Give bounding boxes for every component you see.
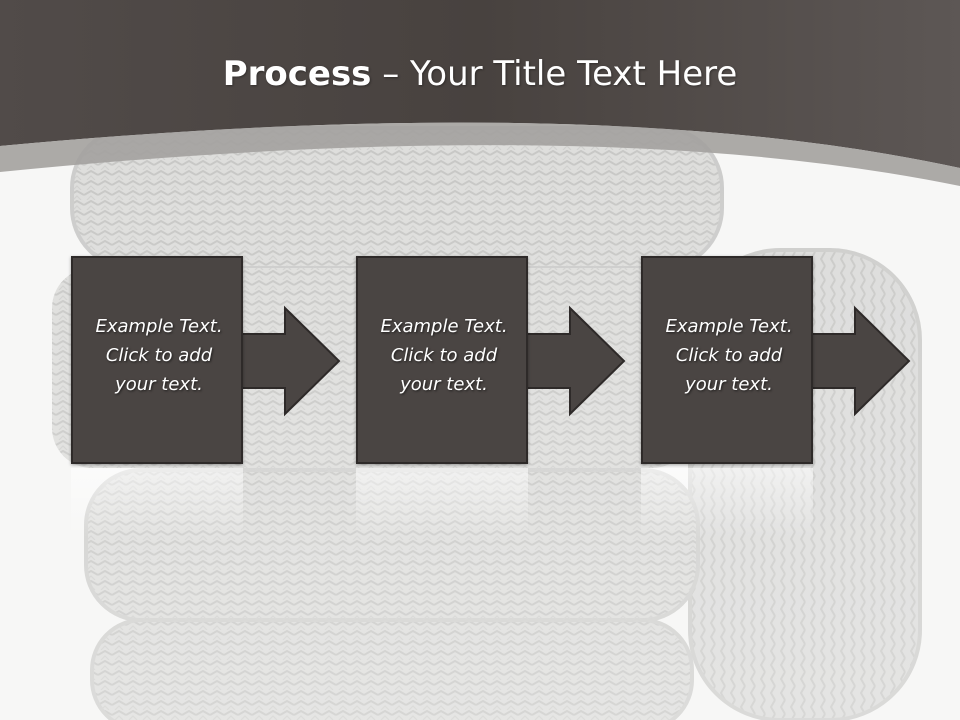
title-bold-part: Process xyxy=(222,54,372,94)
step-3-box[interactable]: Example Text. Click to add your text. xyxy=(641,256,813,464)
step-1-reflection xyxy=(71,468,243,538)
process-step-3[interactable]: Example Text. Click to add your text. xyxy=(641,256,960,468)
step-2-line-1: Example Text. xyxy=(380,316,508,337)
header-band xyxy=(0,0,960,168)
step-3-text[interactable]: Example Text. Click to add your text. xyxy=(647,312,811,399)
step-1-line-3: your text. xyxy=(115,374,203,395)
step-2-text[interactable]: Example Text. Click to add your text. xyxy=(362,312,526,399)
step-2-reflection xyxy=(356,468,528,538)
step-2-box[interactable]: Example Text. Click to add your text. xyxy=(356,256,528,464)
title-rest-part: – Your Title Text Here xyxy=(371,54,738,94)
step-1-line-1: Example Text. xyxy=(95,316,223,337)
step-3-reflection xyxy=(641,468,813,538)
step-1-box[interactable]: Example Text. Click to add your text. xyxy=(71,256,243,464)
step-1-line-2: Click to add xyxy=(105,345,213,366)
step-3-line-1: Example Text. xyxy=(665,316,793,337)
step-2-line-3: your text. xyxy=(400,374,488,395)
step-3-line-3: your text. xyxy=(685,374,773,395)
process-step-2[interactable]: Example Text. Click to add your text. xyxy=(356,256,696,468)
page-title[interactable]: Process – Your Title Text Here xyxy=(0,50,960,98)
header-curve-highlight xyxy=(0,122,960,186)
step-2-line-2: Click to add xyxy=(390,345,498,366)
step-1-text[interactable]: Example Text. Click to add your text. xyxy=(77,312,241,399)
step-3-line-2: Click to add xyxy=(675,345,783,366)
process-step-1[interactable]: Example Text. Click to add your text. xyxy=(71,256,411,468)
